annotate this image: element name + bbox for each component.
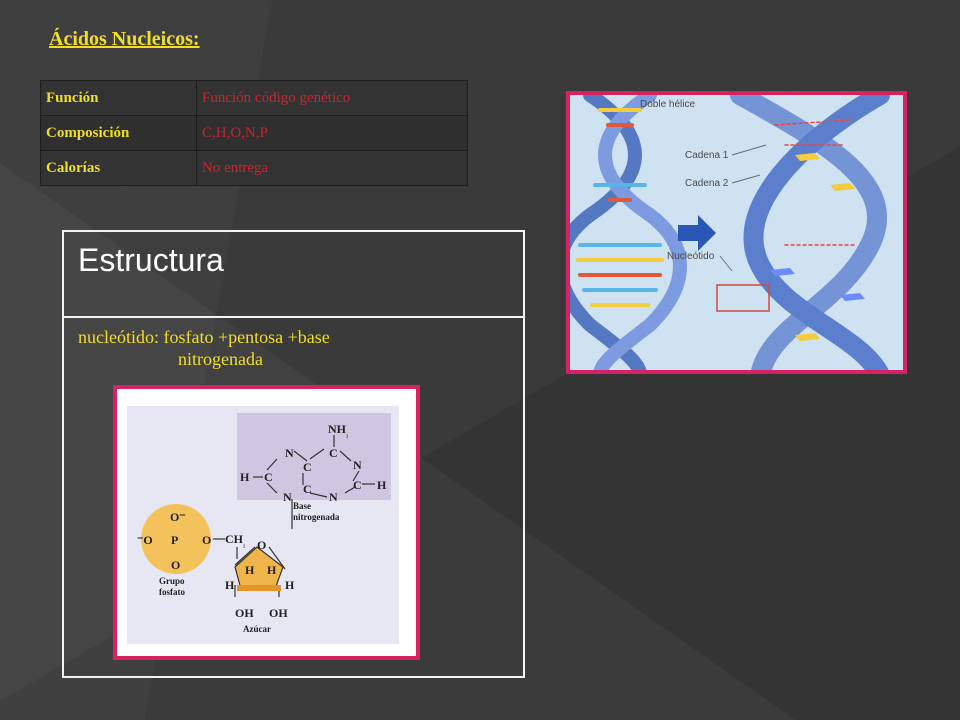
estructura-text: nucleótido: fosfato +pentosa +base nitro… (64, 318, 523, 370)
arrow-icon (678, 215, 716, 251)
atom-label: H (240, 470, 250, 484)
atom-label: O (257, 538, 266, 552)
properties-table: Función Función código genético Composic… (40, 80, 468, 186)
atom-label: N (283, 490, 292, 504)
table-key-cell: Calorías (40, 150, 197, 186)
atom-label: C (303, 482, 312, 496)
atom-label: O (171, 558, 180, 572)
table-row: Composición C,H,O,N,P (40, 115, 468, 151)
atom-label: C (264, 470, 273, 484)
phosphate-circle (141, 504, 211, 574)
estructura-title: Estructura (64, 232, 523, 318)
table-key-cell: Función (40, 80, 197, 116)
atom-label: P (171, 533, 178, 547)
table-value-cell: Función código genético (196, 80, 468, 116)
atom-label: H (285, 578, 295, 592)
table-row: Función Función código genético (40, 80, 468, 116)
estructura-text-line1: nucleótido: fosfato +pentosa +base (78, 327, 330, 347)
double-helix-image: Doble hélice Cadena 1 Cadena 2 Nucleótid… (566, 91, 907, 374)
base-caption: nitrogenada (293, 512, 340, 522)
atom-label: O (202, 533, 211, 547)
estructura-box: Estructura nucleótido: fosfato +pentosa … (62, 230, 525, 678)
atom-label: N (353, 458, 362, 472)
helix-label: Nucleótido (667, 251, 715, 262)
atom-label: H (245, 563, 255, 577)
base-caption: Base (293, 501, 311, 511)
atom-label: O⁻ (170, 510, 186, 524)
helix-label: Cadena 2 (685, 178, 729, 189)
atom-label: OH (235, 606, 254, 620)
estructura-text-line2: nitrogenada (178, 349, 263, 369)
table-value-cell: No entrega (196, 150, 468, 186)
right-helix (730, 95, 890, 370)
atom-label: C (303, 460, 312, 474)
slide-heading: Ácidos Nucleicos: (49, 28, 200, 50)
helix-label: Cadena 1 (685, 150, 729, 161)
atom-label: C (353, 478, 362, 492)
nucleotide-highlight-box (716, 284, 770, 312)
sugar-caption: Azúcar (243, 624, 271, 634)
table-key-cell: Composición (40, 115, 197, 151)
atom-label: ⁻O (137, 533, 153, 547)
nucleotide-image: NH₂ C N C N H C C C H N N O⁻ ⁻O P O O CH… (113, 385, 420, 660)
helix-label: Doble hélice (640, 99, 695, 110)
atom-label: H (377, 478, 387, 492)
table-row: Calorías No entrega (40, 150, 468, 186)
left-helix (570, 95, 687, 370)
atom-label: N (329, 490, 338, 504)
atom-label: H (267, 563, 277, 577)
table-value-cell: C,H,O,N,P (196, 115, 468, 151)
atom-label: H (225, 578, 235, 592)
phosphate-caption: Grupo (159, 576, 185, 586)
atom-label: C (329, 446, 338, 460)
atom-label: OH (269, 606, 288, 620)
phosphate-caption: fosfato (159, 587, 185, 597)
atom-label: N (285, 446, 294, 460)
ch2-label: CH₂ (225, 532, 245, 548)
base-label-nh: NH₂ (328, 422, 348, 438)
